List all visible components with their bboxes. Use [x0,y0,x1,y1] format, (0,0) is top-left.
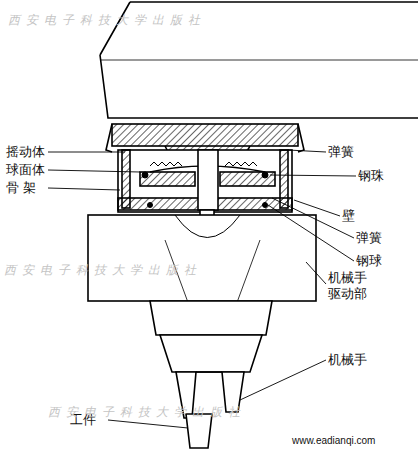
workpiece [186,414,212,448]
part-label: 机械手 驱动部 [328,270,372,302]
frame [118,150,292,212]
watermark: 西安电子科技大学出版社 [48,404,246,420]
hand [150,301,272,335]
website-url: www.eadianqi.com [292,433,375,449]
part-label: 机械手 [328,352,367,368]
part-label: 摇动体 [6,144,45,160]
part-label: 弹簧 [328,144,354,160]
watermark: 西安电子科技大学出版社 [4,262,202,278]
part-label: 骨 架 [6,180,36,196]
part-label: 弹簧 [356,230,382,246]
swing-plate [112,124,298,146]
hand-drive [88,215,316,301]
part-label: 球面体 [6,162,45,178]
watermark: 西安电子科技大学出版社 [8,12,206,28]
part-label: 壁 [342,208,355,224]
part-label: 钢球 [356,253,382,269]
part-label: 钢珠 [358,168,384,184]
